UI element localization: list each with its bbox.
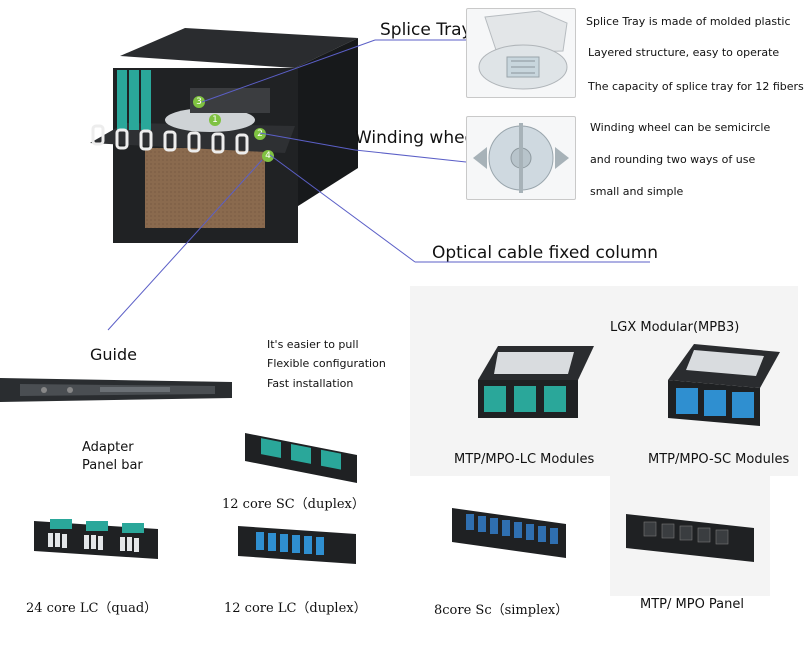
winding-wheel-desc-2: and rounding two ways of use	[590, 153, 756, 166]
splice-tray-desc-2: Layered structure, easy to operate	[588, 46, 780, 59]
mtp-sc-module-image	[664, 340, 782, 430]
rack-chassis-image	[85, 18, 360, 253]
splice-tray-title: Splice Tray	[380, 20, 472, 40]
mtp-panel-label: MTP/ MPO Panel	[640, 597, 744, 612]
winding-wheel-title: Winding wheel	[355, 128, 480, 148]
guide-title: Guide	[90, 345, 137, 364]
lc24-panel-image	[34, 515, 160, 565]
benefit-2: Flexible configuration	[267, 357, 386, 370]
lc12-label: 12 core LC（duplex）	[224, 601, 367, 616]
splice-tray-photo	[466, 8, 576, 98]
benefit-3: Fast installation	[267, 377, 354, 390]
winding-wheel-desc-3: small and simple	[590, 185, 684, 198]
sc12-panel-image	[245, 425, 360, 485]
marker-4: 4	[262, 150, 274, 162]
mtp-panel-image	[626, 508, 756, 566]
sc8-label: 8core Sc（simplex）	[434, 603, 569, 618]
sc12-label: 12 core SC（duplex）	[222, 497, 365, 512]
mtp-lc-module-label: MTP/MPO-LC Modules	[454, 452, 595, 467]
adapter-bar-title: Adapter Panel bar	[82, 440, 143, 473]
benefit-1: It's easier to pull	[267, 338, 359, 351]
marker-1: 1	[209, 114, 221, 126]
lc12-panel-image	[238, 522, 358, 568]
lc24-label: 24 core LC（quad）	[26, 601, 158, 616]
cable-column-title: Optical cable fixed column	[432, 243, 659, 263]
splice-tray-desc-3: The capacity of splice tray for 12 fiber…	[588, 80, 804, 93]
mtp-sc-module-label: MTP/MPO-SC Modules	[648, 452, 790, 467]
marker-3: 3	[193, 96, 205, 108]
mtp-lc-module-image	[478, 340, 596, 422]
splice-tray-desc-1: Splice Tray is made of molded plastic	[586, 15, 791, 28]
sc8-panel-image	[452, 502, 568, 562]
winding-wheel-photo	[466, 116, 576, 200]
winding-wheel-desc-1: Winding wheel can be semicircle	[590, 121, 771, 134]
guide-rail-image	[0, 372, 232, 406]
lgx-title: LGX Modular(MPB3)	[610, 320, 740, 335]
marker-2: 2	[254, 128, 266, 140]
